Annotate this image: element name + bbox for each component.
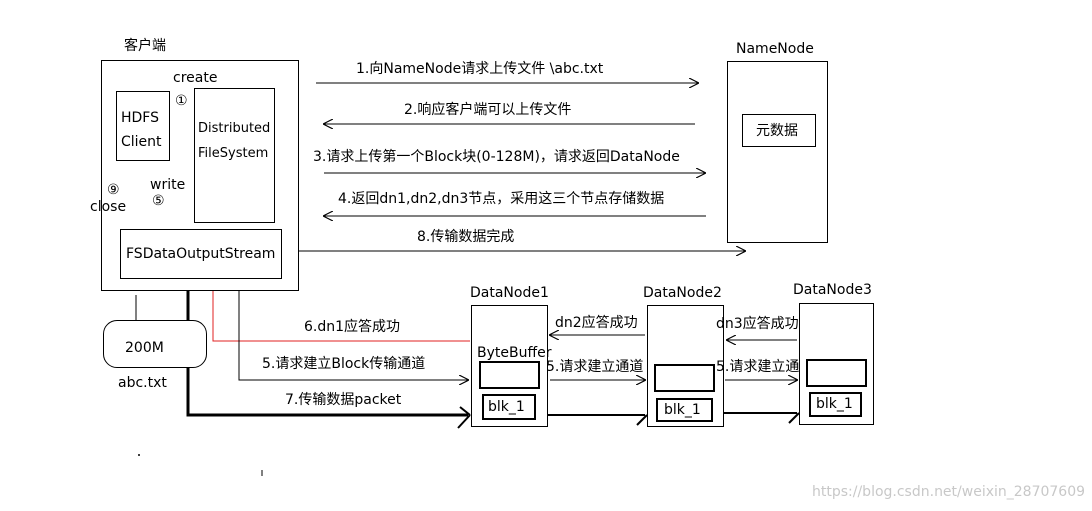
write-label: write <box>150 177 186 193</box>
step1-label: 1.向NameNode请求上传文件 \abc.txt <box>356 61 604 77</box>
datanode1-buffer-label: ByteBuffer <box>477 345 552 361</box>
datanode2-block-box <box>656 398 713 422</box>
dn2-to-dn3-packet-head <box>788 412 800 424</box>
hdfs-client-label: HDFS Client <box>121 110 162 150</box>
datanode2-buffer-box <box>654 364 715 392</box>
dn2-ack-label: dn2应答成功 <box>555 315 638 331</box>
datanode3-title: DataNode3 <box>793 282 872 298</box>
step5-mark: ⑤ <box>152 193 165 209</box>
packet-arrowhead-b <box>459 406 471 416</box>
step9-mark: ⑨ <box>107 182 120 198</box>
step2-label: 2.响应客户端可以上传文件 <box>404 102 572 118</box>
output-stream-label: FSDataOutputStream <box>126 246 276 262</box>
close-label: close <box>90 199 127 215</box>
output-stream-box <box>120 229 282 279</box>
step3-label: 3.请求上传第一个Block块(0-128M)，请求返回DataNode <box>313 149 680 165</box>
dn1-to-dn2-label: 5.请求建立通道 <box>546 359 644 375</box>
datanode1-block-label: blk_1 <box>488 399 525 415</box>
datanode3-block-box <box>809 392 862 417</box>
step7-label: 7.传输数据packet <box>285 392 402 408</box>
dfs-label-line1: Distributed <box>198 121 271 136</box>
stray-dot <box>138 454 140 456</box>
file-size: 200M <box>125 340 164 356</box>
client-title: 客户端 <box>124 38 166 54</box>
datanode3-buffer-box <box>806 359 867 387</box>
file-box <box>103 320 207 368</box>
dn1-ack-line <box>212 280 470 342</box>
create-label: create <box>173 70 218 86</box>
step8-label: 8.传输数据完成 <box>417 229 515 245</box>
step6-label: 6.dn1应答成功 <box>304 319 401 335</box>
namenode-box <box>727 61 828 243</box>
file-name: abc.txt <box>118 375 167 391</box>
step5-label: 5.请求建立Block传输通道 <box>262 356 426 372</box>
datanode1-block-box <box>482 394 536 420</box>
dn1-to-dn2-packet-head <box>636 414 648 426</box>
datanode1-buffer-box <box>479 361 540 389</box>
datanode1-title: DataNode1 <box>470 285 549 301</box>
metadata-box <box>742 114 816 147</box>
watermark: https://blog.csdn.net/weixin_28707609 <box>812 484 1086 500</box>
step1-mark: ① <box>175 93 188 109</box>
hdfs-client-box <box>116 91 170 161</box>
step4-label: 4.返回dn1,dn2,dn3节点，采用这三个节点存储数据 <box>338 191 665 207</box>
dfs-label-line2: FileSystem <box>198 146 269 161</box>
dn3-ack-label: dn3应答成功 <box>716 316 799 332</box>
datanode3-block-label: blk_1 <box>816 396 853 412</box>
namenode-title: NameNode <box>736 41 814 57</box>
datanode2-block-label: blk_1 <box>664 402 701 418</box>
dn2-to-dn3-label: 5.请求建立通道 <box>716 359 814 375</box>
distributed-filesystem-box <box>194 88 275 223</box>
metadata-label: 元数据 <box>756 123 798 139</box>
arrow-step5 <box>238 280 468 380</box>
packet-arrowhead-a <box>457 414 471 429</box>
datanode2-title: DataNode2 <box>643 285 722 301</box>
